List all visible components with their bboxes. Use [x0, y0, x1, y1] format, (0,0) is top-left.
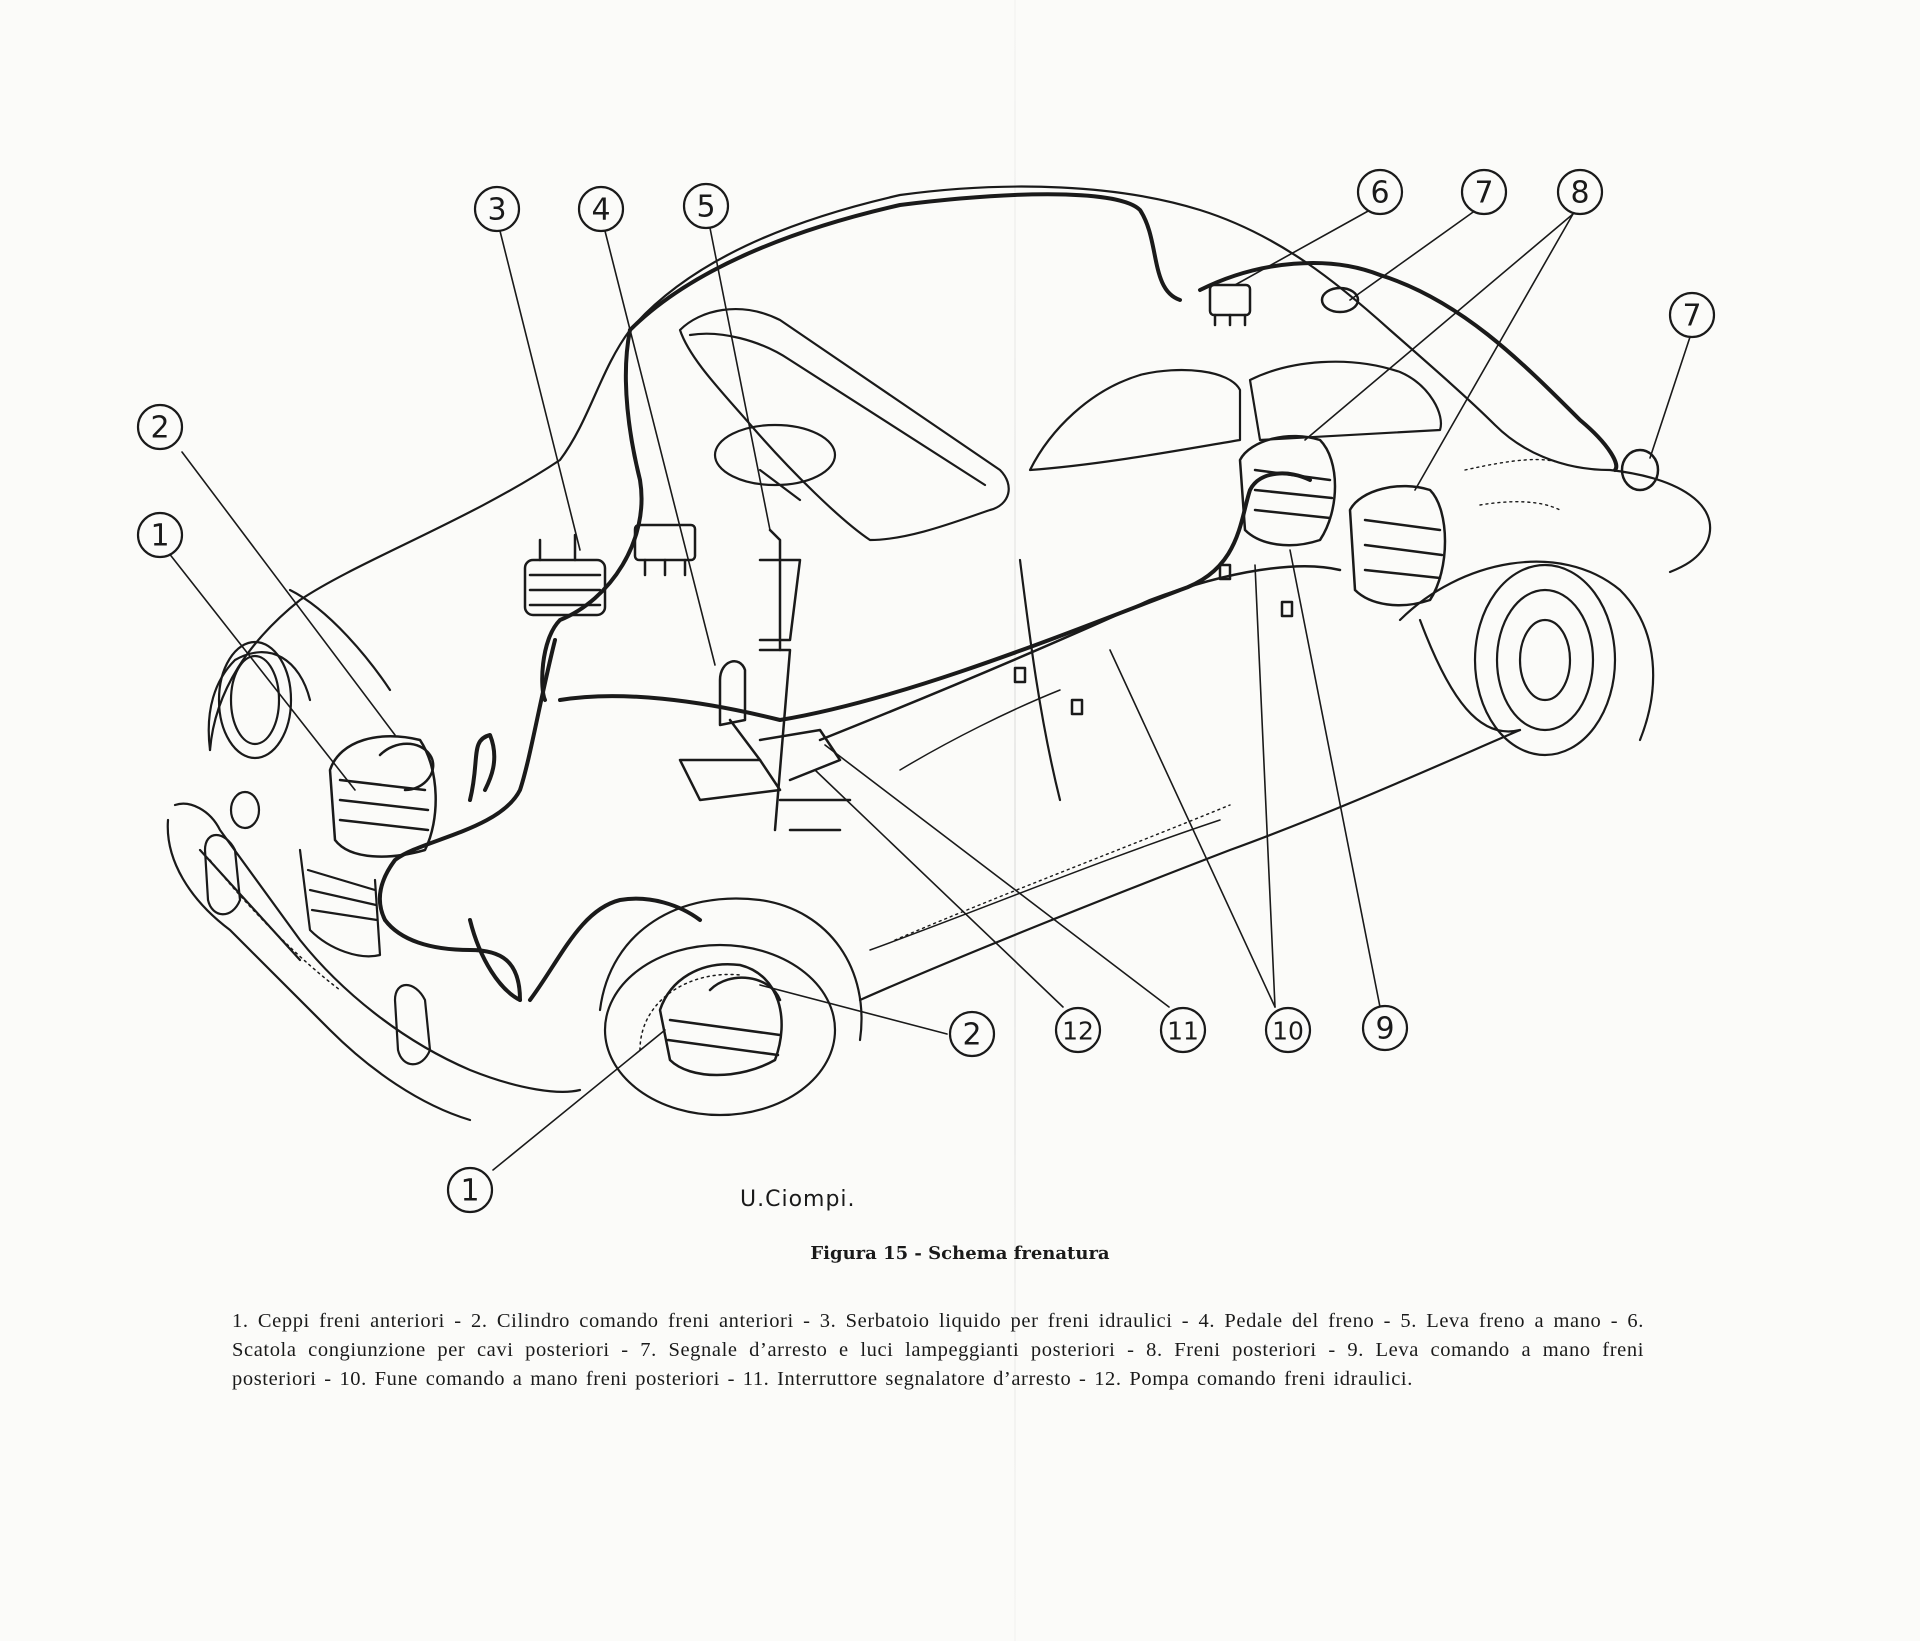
page-fold	[1014, 0, 1016, 1641]
front-left-brake-shoes	[328, 735, 437, 858]
svg-text:9: 9	[1375, 1012, 1394, 1047]
callout-2-front-right: 2	[948, 1010, 996, 1058]
svg-text:2: 2	[962, 1018, 981, 1053]
cable-clips	[1013, 563, 1294, 716]
connector-block	[633, 523, 697, 577]
svg-text:8: 8	[1570, 176, 1589, 211]
svg-text:3: 3	[487, 193, 506, 228]
reservoir	[523, 533, 607, 617]
figure-legend: 1. Ceppi freni anteriori - 2. Cilindro c…	[232, 1310, 1644, 1390]
callout-12: 12	[1054, 1006, 1102, 1054]
car-body-outline	[166, 185, 1712, 1122]
svg-text:6: 6	[1370, 176, 1389, 211]
brake-pedal	[718, 660, 762, 762]
callout-1-front-left: 1	[136, 511, 184, 559]
callout-7-upper: 7	[1460, 168, 1508, 216]
rear-right-brake	[1348, 484, 1447, 607]
svg-text:5: 5	[696, 190, 715, 225]
svg-text:2: 2	[150, 411, 169, 446]
svg-text:12: 12	[1062, 1017, 1094, 1046]
callout-2-front-left: 2	[136, 403, 184, 451]
callout-8: 8	[1556, 168, 1604, 216]
front-right-brake-shoes	[658, 962, 783, 1077]
figure-caption-title: Figura 15 - Schema frenatura	[810, 1243, 1110, 1264]
svg-text:1: 1	[460, 1174, 479, 1209]
callout-9: 9	[1361, 1004, 1409, 1052]
svg-text:7: 7	[1474, 176, 1493, 211]
junction-box	[1208, 283, 1252, 327]
callout-10: 10	[1264, 1006, 1312, 1054]
svg-text:7: 7	[1682, 299, 1701, 334]
callout-11: 11	[1159, 1006, 1207, 1054]
svg-text:4: 4	[591, 193, 610, 228]
rear-light-lower	[1620, 448, 1660, 492]
svg-text:11: 11	[1167, 1017, 1199, 1046]
callout-4: 4	[577, 185, 625, 233]
callout-3: 3	[473, 185, 521, 233]
callout-6: 6	[1356, 168, 1404, 216]
artist-signature: U.Ciompi.	[740, 1187, 856, 1212]
svg-text:10: 10	[1272, 1017, 1304, 1046]
callout-5: 5	[682, 182, 730, 230]
callout-7-lower: 7	[1668, 291, 1716, 339]
rear-light-upper	[1320, 286, 1360, 314]
callout-1-front-right: 1	[446, 1166, 494, 1214]
rear-left-brake	[1238, 434, 1337, 547]
leader-lines	[167, 209, 1691, 1171]
callouts: 1 2 3 4 5 6 7	[136, 168, 1716, 1214]
svg-text:1: 1	[150, 519, 169, 554]
handbrake-lever	[758, 528, 802, 832]
brake-lines	[377, 192, 1619, 1002]
